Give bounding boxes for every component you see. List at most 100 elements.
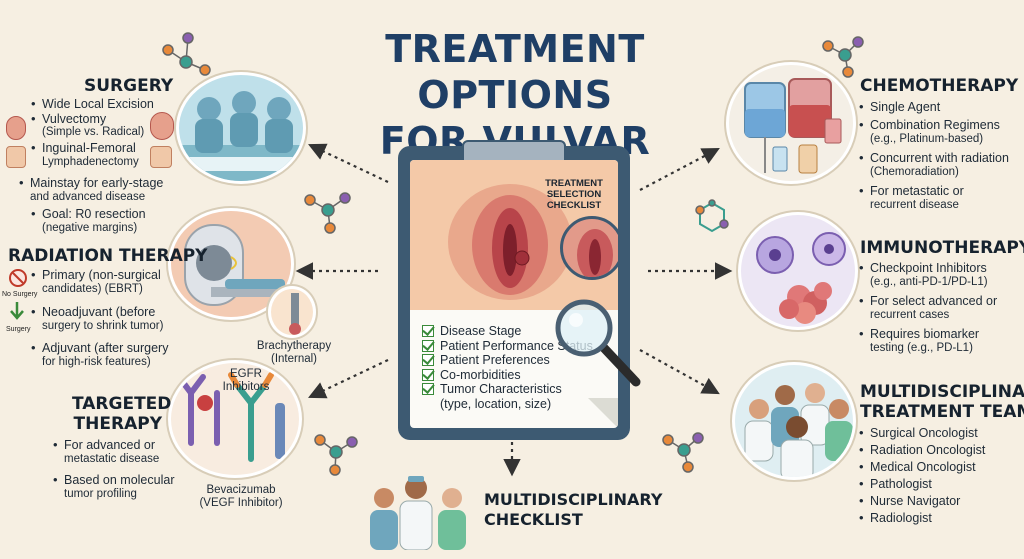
targeted-item-note: tumor profiling: [64, 488, 137, 500]
chemo-list-3: For metastatic or: [858, 184, 1024, 199]
team-list: Surgical Oncologist Radiation Oncologist…: [858, 426, 1024, 526]
surgery-item-text: Goal: R0 resection: [42, 207, 146, 221]
radiation-item-text: Neoadjuvant (before: [42, 305, 156, 319]
arrow-down-icon: [10, 302, 24, 320]
chemo-item-text: Single Agent: [870, 100, 941, 114]
targeted-title: TARGETED THERAPY: [72, 394, 171, 434]
immuno-item: For select advanced or: [858, 294, 1024, 309]
chemo-item: Concurrent with radiation: [858, 151, 1024, 166]
chemo-item: Combination Regimens: [858, 118, 1024, 133]
targeted-title-line-2: THERAPY: [73, 414, 162, 434]
immuno-item-note: recurrent cases: [870, 309, 950, 321]
surgery-item-text: Wide Local Excision: [42, 97, 154, 111]
immuno-item-note: testing (e.g., PD-L1): [870, 342, 973, 354]
chemo-item: For metastatic or: [858, 184, 1024, 199]
immune-cells-illustration: [738, 212, 858, 330]
targeted-item: For advanced or: [52, 438, 192, 453]
checklist-item-label: Tumor Characteristics: [440, 382, 562, 396]
team-item-text: Radiologist: [870, 511, 932, 526]
magnifying-glass-icon: [555, 299, 641, 387]
immuno-item: Requires biomarker: [858, 327, 1024, 342]
title-line-1: TREATMENT OPTIONS: [385, 27, 645, 117]
egfr-label-line-1: EGFR: [230, 368, 262, 380]
checklist-title: TREATMENT SELECTION CHECKLIST: [532, 178, 616, 211]
targeted-item: Based on molecular: [52, 473, 192, 488]
team-illustration: [732, 362, 856, 480]
care-team-illustration: [370, 476, 466, 550]
chemo-item-text: Concurrent with radiation: [870, 151, 1009, 165]
surgery-item-text: Inguinal-Femoral: [42, 141, 136, 155]
team-item-text: Radiation Oncologist: [870, 443, 986, 458]
radiation-item-text: Adjuvant (after surgery: [42, 341, 169, 355]
anatomy-illustration: [410, 160, 618, 310]
checklist-caption-line-1: MULTIDISCIPLINARY: [484, 490, 663, 509]
team-item: Nurse Navigator: [858, 494, 1024, 509]
team-title-line-2: TREATMENT TEAM: [860, 402, 1024, 422]
surgery-item: Mainstay for early-stage: [18, 176, 188, 191]
vulva-icon: [150, 112, 174, 140]
chemo-item-note: (e.g., Platinum-based): [870, 133, 984, 145]
team-item-text: Pathologist: [870, 477, 932, 492]
immuno-list-3: Requires biomarker: [858, 327, 1024, 342]
magnifier-inset: [560, 216, 618, 280]
chemo-item-text: Combination Regimens: [870, 117, 1000, 132]
molecule-icon: [162, 32, 211, 76]
surgery-item-note: Lymphadenectomy: [42, 156, 139, 168]
molecule-icon: [314, 434, 358, 476]
checklist-item: Co-morbidities: [422, 368, 593, 383]
team-item-text: Medical Oncologist: [870, 460, 976, 475]
checklist-item: Patient Performance Status: [422, 339, 593, 354]
checklist-paper: TREATMENT SELECTION CHECKLIST Disease St…: [410, 160, 618, 428]
checklist-item-note: (type, location, size): [422, 397, 593, 412]
checklist-title-line-2: SELECTION: [546, 189, 602, 200]
immuno-item: Checkpoint Inhibitors: [858, 261, 1024, 276]
brachytherapy-label-line-1: Brachytherapy: [256, 340, 332, 352]
targeted-item-text: For advanced or: [64, 438, 156, 452]
brachytherapy-label: Brachytherapy (Internal): [244, 340, 344, 366]
surgery-item-text: Mainstay for early-stage: [30, 176, 164, 190]
surgery-item: Inguinal-Femoral: [30, 141, 190, 156]
radiation-list-3: Adjuvant (after surgery: [30, 341, 190, 356]
chemo-item-note: recurrent disease: [870, 199, 959, 211]
checklist-item-label: Patient Preferences: [440, 353, 550, 367]
bevacizumab-label-line-2: (VEGF Inhibitor): [199, 497, 283, 509]
chemo-item: Single Agent: [858, 100, 1024, 115]
immuno-item-text: Checkpoint Inhibitors: [870, 261, 987, 275]
surgery-item-note: (Simple vs. Radical): [42, 126, 145, 138]
surgery-illustration: [176, 72, 306, 184]
team-item: Surgical Oncologist: [858, 426, 1024, 441]
checklist-item: Tumor Characteristics: [422, 382, 593, 397]
chemo-illustration: [726, 62, 856, 184]
surgery-list: Wide Local Excision Vulvectomy: [30, 97, 190, 126]
no-surgery-label: No Surgery: [2, 291, 38, 298]
egfr-label: EGFR Inhibitors: [216, 368, 276, 394]
arrow-to-chemo: [639, 147, 720, 191]
brachytherapy-illustration: [268, 286, 316, 338]
surgery-item-note: (negative margins): [42, 222, 138, 234]
surgery-label: Surgery: [6, 326, 31, 333]
radiation-item: Neoadjuvant (before: [30, 305, 180, 320]
checklist-item: Patient Preferences: [422, 353, 593, 368]
checklist-title-line-1: TREATMENT: [545, 178, 603, 189]
radiation-list-2: Neoadjuvant (before: [30, 305, 180, 320]
checklist-item: Disease Stage: [422, 324, 593, 339]
radiation-title: RADIATION THERAPY: [8, 246, 208, 266]
team-item: Radiologist: [858, 511, 1024, 526]
targeted-item-note: metastatic disease: [64, 453, 160, 465]
lymph-node-icon: [6, 146, 26, 168]
chemo-title: CHEMOTHERAPY: [860, 76, 1019, 96]
surgery-list-4: Goal: R0 resection: [30, 207, 190, 222]
targeted-item-text: Based on molecular: [64, 473, 175, 487]
antibody-illustration: [168, 360, 302, 478]
checklist-title-line-3: CHECKLIST: [546, 200, 602, 211]
surgery-list-2: Inguinal-Femoral: [30, 141, 190, 156]
arrow-to-targeted: [308, 359, 389, 399]
molecule-icon: [662, 432, 704, 473]
surgery-item-text: Vulvectomy: [42, 111, 107, 126]
checklist-items: Disease Stage Patient Performance Status…: [422, 324, 593, 411]
egfr-label-line-2: Inhibitors: [222, 381, 270, 393]
radiation-item: Primary (non-surgical: [30, 268, 180, 283]
surgery-title: SURGERY: [84, 76, 174, 96]
no-surgery-icon: [9, 269, 27, 287]
immuno-item-text: For select advanced or: [870, 294, 998, 308]
